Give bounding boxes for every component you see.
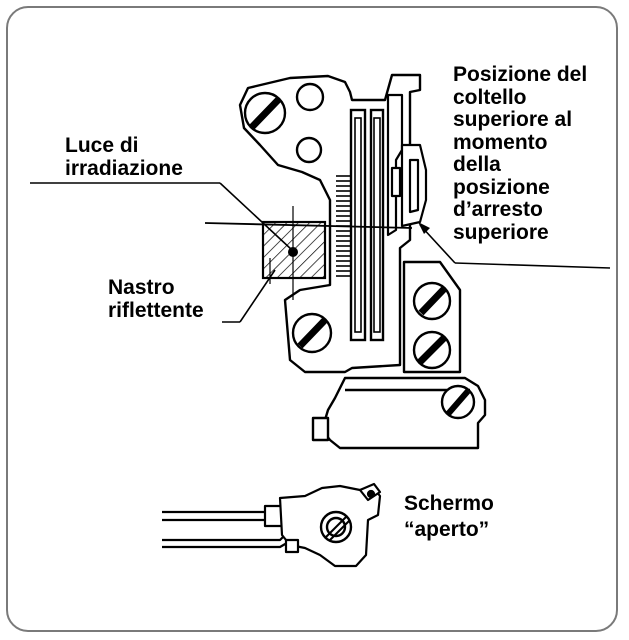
hole-middle	[295, 136, 323, 164]
label-reflective-tape: Nastro riflettente	[108, 276, 204, 322]
screw-base	[440, 384, 476, 420]
screen-rotor	[319, 510, 353, 544]
hole-top	[295, 82, 325, 112]
label-screen-open: Schermo “aperto”	[404, 492, 494, 541]
reference-line	[204, 222, 413, 229]
upper-knife	[386, 93, 428, 237]
screw-right-lower	[412, 330, 452, 370]
label-irradiation-light: Luce di irradiazione	[65, 134, 183, 180]
leader-arrowhead	[418, 222, 430, 234]
screw-right-upper	[412, 281, 452, 321]
screw-bottom-left	[291, 312, 333, 354]
slot-bars	[349, 108, 385, 342]
label-upper-knife-position: Posizione del coltello superiore al mome…	[453, 63, 588, 244]
screw-top-left	[243, 91, 287, 135]
reflective-tape	[261, 206, 327, 300]
